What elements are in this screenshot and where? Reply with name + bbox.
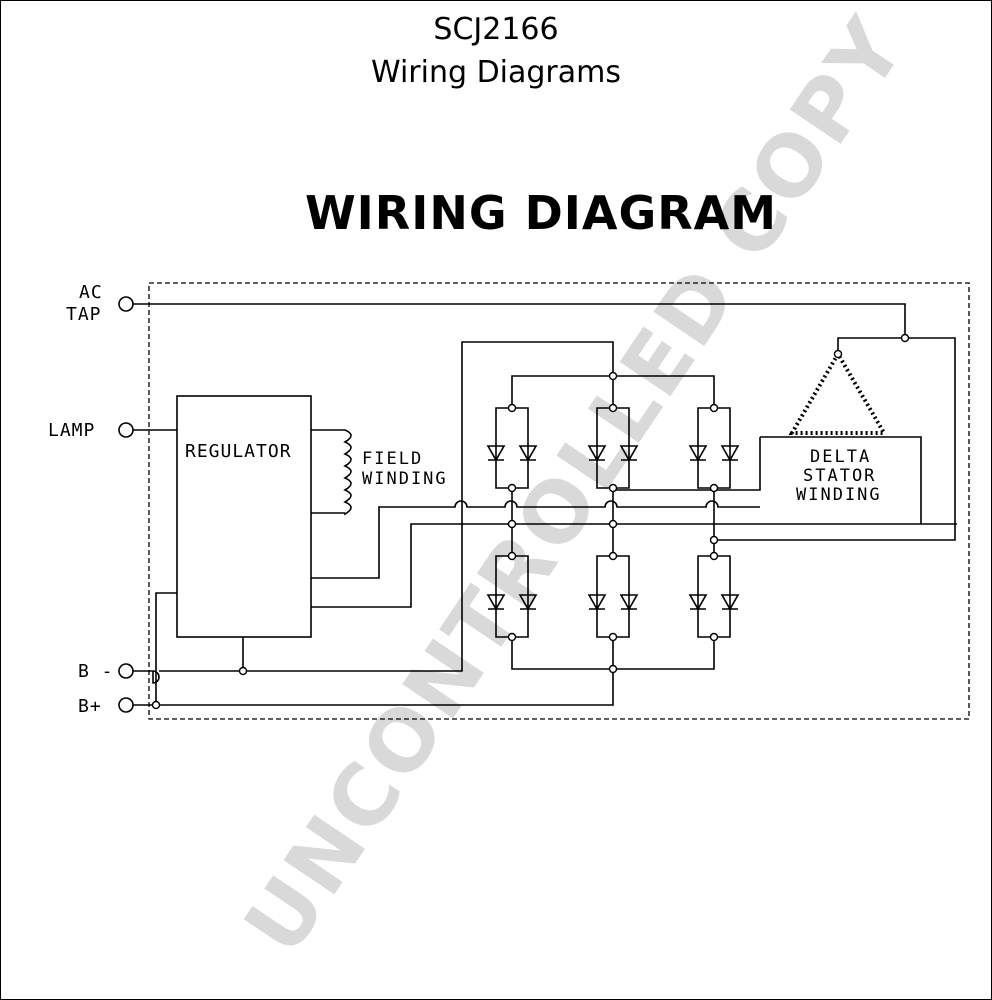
terminal-lamp[interactable] <box>118 422 134 438</box>
label-regulator: REGULATOR <box>185 441 292 462</box>
wire-b-minus <box>133 341 614 684</box>
terminal-b-minus[interactable] <box>118 663 134 679</box>
label-ac: AC <box>79 282 103 303</box>
label-b-plus: B+ <box>78 696 102 717</box>
diode-u3b <box>720 445 740 462</box>
junction-dot <box>507 519 517 529</box>
junction-dot <box>833 349 843 359</box>
diode-u2a <box>587 445 607 462</box>
lower-diode-frame-1 <box>495 555 529 638</box>
terminal-b-plus[interactable] <box>118 697 134 713</box>
junction-dot <box>151 700 161 710</box>
label-lamp: LAMP <box>48 420 95 441</box>
diagram-title: WIRING DIAGRAM <box>304 186 778 240</box>
upper-diode-frame-1 <box>495 407 529 489</box>
wire-b-plus-to-regulator <box>155 592 177 705</box>
wire-reg-out-2 <box>311 523 957 608</box>
diode-u2b <box>619 445 639 462</box>
label-stator: STATOR <box>803 466 876 486</box>
diode-u1a <box>486 445 506 462</box>
junction-dot <box>608 403 618 413</box>
junction-dot <box>608 664 618 674</box>
diode-u1b <box>518 445 538 462</box>
junction-dot <box>238 666 248 676</box>
wire-stator-b <box>760 436 922 524</box>
junction-dot <box>900 333 910 343</box>
diode-l2a <box>587 594 607 611</box>
label-delta: DELTA <box>810 447 871 467</box>
junction-dot <box>608 632 618 642</box>
bridge-upper-rail <box>511 375 715 408</box>
junction-dot <box>608 519 618 529</box>
bridge-lower-rail <box>511 637 715 670</box>
lower-diode-frame-2 <box>596 555 630 638</box>
lower-diode-frame-3 <box>697 555 731 638</box>
field-winding-wire <box>311 429 345 514</box>
label-tap: TAP <box>66 304 102 325</box>
junction-dot <box>709 403 719 413</box>
wire-ac-tap <box>133 303 906 338</box>
junction-dot <box>507 403 517 413</box>
junction-dot <box>709 632 719 642</box>
junction-dot <box>507 483 517 493</box>
alternator-enclosure <box>148 282 970 720</box>
diode-l3b <box>720 594 740 611</box>
field-winding-coil <box>343 429 352 516</box>
diode-l3a <box>688 594 708 611</box>
delta-stator-triangle <box>788 350 888 435</box>
label-stator-winding: WINDING <box>796 485 882 505</box>
diode-u3a <box>688 445 708 462</box>
label-field: FIELD <box>362 449 423 469</box>
label-winding: WINDING <box>362 469 448 489</box>
junction-dot <box>608 483 618 493</box>
page-subtitle: Wiring Diagrams <box>370 55 622 90</box>
wire-reg-out-1 <box>311 500 760 579</box>
diode-l1b <box>518 594 538 611</box>
junction-dot <box>608 371 618 381</box>
junction-dot <box>709 551 719 561</box>
terminal-ac-tap[interactable] <box>118 296 134 312</box>
regulator-box <box>176 395 312 638</box>
junction-dot <box>709 483 719 493</box>
wire-stator-c <box>714 337 956 541</box>
junction-dot <box>608 551 618 561</box>
wire-b-plus <box>133 669 614 706</box>
upper-diode-frame-2 <box>596 407 630 489</box>
label-b-minus: B - <box>78 661 114 682</box>
junction-dot <box>507 551 517 561</box>
diode-l2b <box>619 594 639 611</box>
junction-dot <box>709 535 719 545</box>
wire-stator-a <box>613 437 761 491</box>
upper-diode-frame-3 <box>697 407 731 489</box>
junction-dot <box>507 632 517 642</box>
diode-l1a <box>486 594 506 611</box>
part-number: SCJ2166 <box>433 12 559 47</box>
